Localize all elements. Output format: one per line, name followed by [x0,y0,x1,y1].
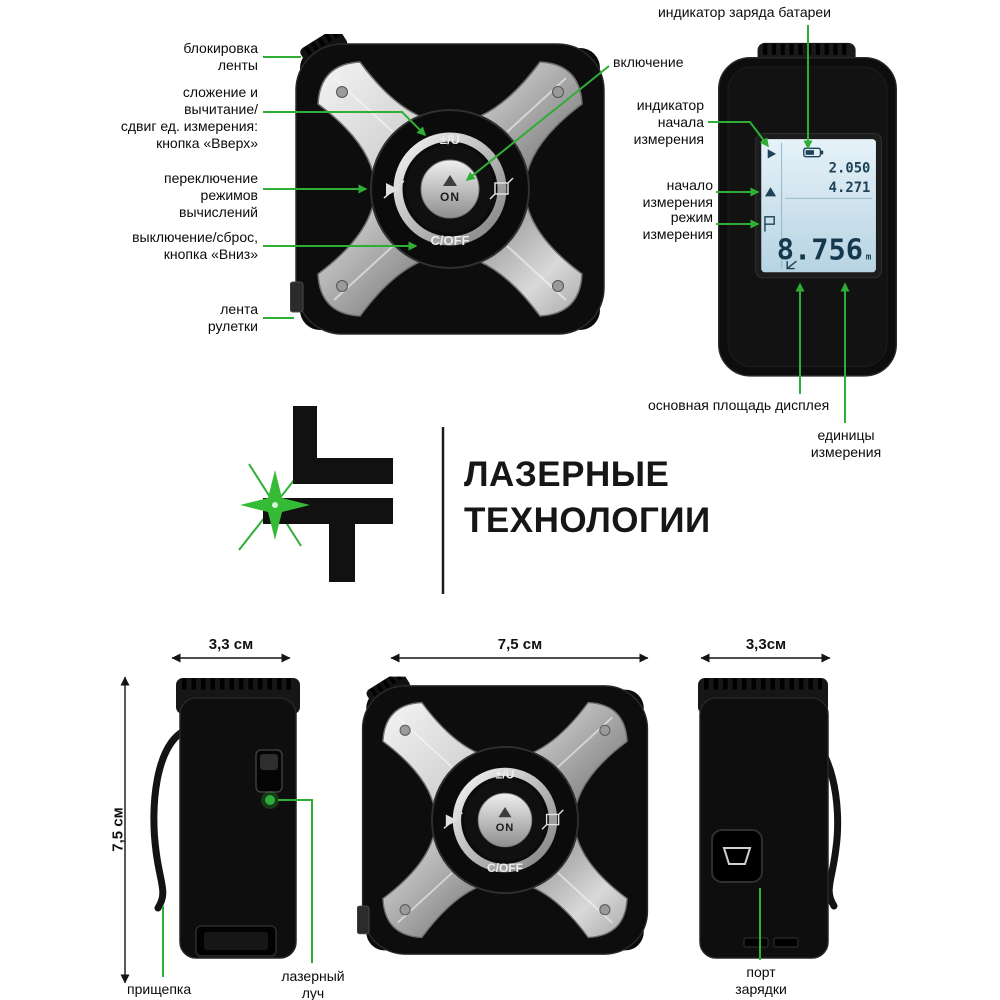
label-start: начало измерения [642,177,713,210]
label-tape-lock: блокировка ленты [183,40,258,73]
label-units: единицы измерения [810,427,882,460]
main-value: 8.756 [777,232,863,266]
laser-dot [265,795,275,805]
brand-line2: ТЕХНОЛОГИИ [464,501,711,540]
brand-line1: ЛАЗЕРНЫЕ [464,455,670,494]
logo-star-core [272,502,278,508]
memory-value-1: 2.050 [829,160,871,176]
label-off-reset: выключение/сброс, кнопка «Вниз» [132,229,258,262]
side-left-view-illustration [150,678,300,959]
device-body [179,697,297,959]
unit-value: m [866,251,872,262]
dimension-left-width: 3,3 см [208,636,254,653]
memory-value-2: 4.271 [829,180,871,196]
label-laser: лазерный луч [281,968,345,1000]
label-calc-modes: переключение режимов вычислений [163,170,258,220]
back-view-illustration: 2.050 4.271 8.756 m [718,42,897,377]
dimension-front-width: 7,5 см [497,636,543,653]
dimension-height: 7,5 см [109,807,127,852]
brand-logo [238,406,393,582]
display-bottom-icon [786,260,797,270]
rocker-top [260,754,278,770]
front-bottom-illustration [357,674,653,966]
start-indicator-icon [767,149,777,159]
label-display-area: основная площадь дисплея [648,397,830,413]
label-battery: индикатор заряда батареи [657,4,832,20]
usb-charge-port [711,829,763,883]
tape-slot [195,925,277,957]
label-mode: режим измерения [642,209,713,242]
belt-clip [150,727,188,912]
label-start-indicator: индикатор начала измерения [633,97,704,147]
label-clip: прищепка [127,981,192,997]
device-body [699,697,829,959]
front-view-illustration [286,34,614,344]
label-charge-port: порт зарядки [735,964,787,997]
start-measure-icon [764,187,777,197]
label-tape: лента рулетки [207,301,258,334]
label-power: включение [613,54,684,70]
lcd-screen [761,139,876,273]
side-right-view-illustration [698,678,842,959]
measure-mode-icon [764,216,775,232]
vents [743,937,799,948]
dimension-right-width: 3,3см [745,636,787,653]
brand-name: ЛАЗЕРНЫЕ ТЕХНОЛОГИИ [464,452,711,544]
label-up-button: сложение и вычитание/ сдвиг ед. измерени… [120,84,258,151]
